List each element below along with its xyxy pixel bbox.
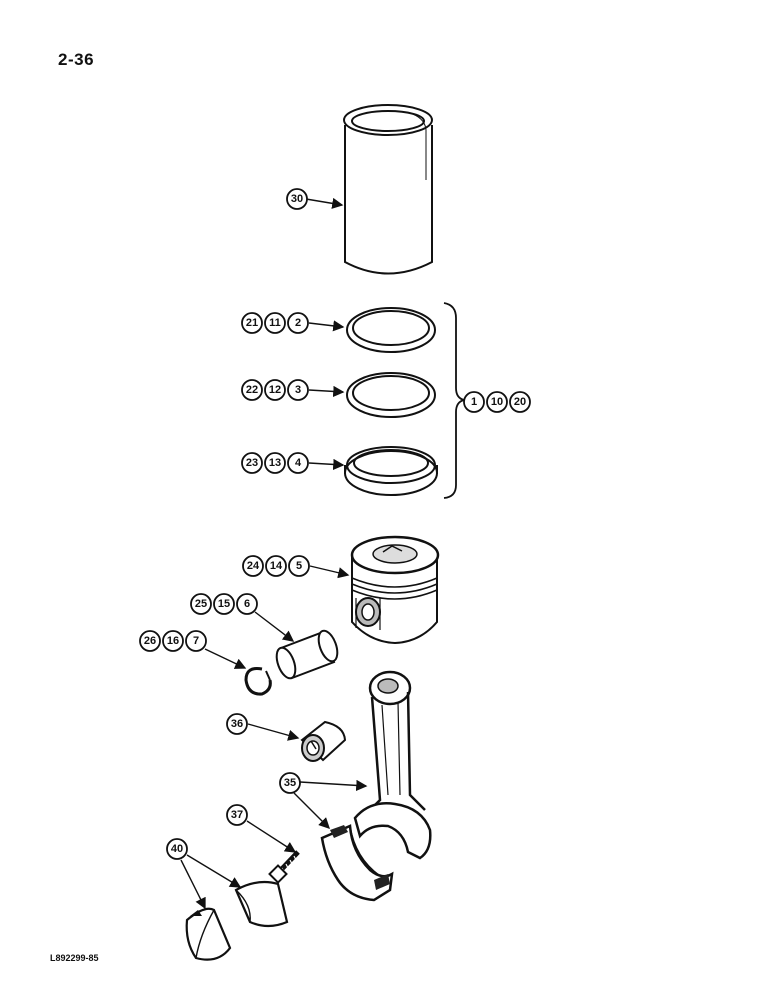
svg-text:12: 12 xyxy=(269,384,281,396)
figure-code: L892299-85 xyxy=(50,953,99,963)
svg-text:7: 7 xyxy=(193,635,199,647)
svg-text:14: 14 xyxy=(270,560,283,572)
svg-text:25: 25 xyxy=(195,598,207,610)
svg-text:21: 21 xyxy=(246,317,258,329)
callout-group-piston-pin: 25 15 6 xyxy=(190,593,258,615)
callout-37: 37 xyxy=(226,804,248,826)
callout-group-snap-ring: 26 16 7 xyxy=(139,630,207,652)
page-number: 2-36 xyxy=(58,50,95,69)
connecting-rod-bushing xyxy=(300,720,347,762)
svg-text:13: 13 xyxy=(269,457,281,469)
callout-30: 30 xyxy=(286,188,308,210)
bearing-shells xyxy=(185,880,289,961)
callout-group-ring-set: 1 10 20 xyxy=(463,391,531,413)
svg-text:40: 40 xyxy=(171,843,183,855)
svg-text:5: 5 xyxy=(296,560,302,572)
callout-36: 36 xyxy=(226,713,248,735)
svg-text:22: 22 xyxy=(246,384,258,396)
svg-text:4: 4 xyxy=(295,457,302,469)
callout-group-piston: 24 14 5 xyxy=(242,555,310,577)
leader-lines xyxy=(180,197,368,910)
ring-set-bracket xyxy=(443,302,465,499)
piston-ring-second xyxy=(346,372,436,418)
svg-text:26: 26 xyxy=(144,635,156,647)
callout-35: 35 xyxy=(279,772,301,794)
connecting-rod xyxy=(353,670,432,860)
oil-control-ring xyxy=(344,446,438,496)
svg-text:20: 20 xyxy=(514,396,526,408)
rod-bolt xyxy=(268,850,300,884)
svg-text:36: 36 xyxy=(231,718,243,730)
svg-text:3: 3 xyxy=(295,384,301,396)
svg-text:30: 30 xyxy=(291,193,303,205)
svg-text:24: 24 xyxy=(247,560,260,572)
svg-text:16: 16 xyxy=(167,635,179,647)
connecting-rod-cap xyxy=(320,824,394,902)
svg-text:35: 35 xyxy=(284,777,296,789)
svg-text:6: 6 xyxy=(244,598,250,610)
callout-group-top-ring: 21 11 2 xyxy=(241,312,309,334)
svg-text:2: 2 xyxy=(295,317,301,329)
svg-text:1: 1 xyxy=(471,396,477,408)
svg-text:23: 23 xyxy=(246,457,258,469)
callout-group-oil-ring: 23 13 4 xyxy=(241,452,309,474)
svg-text:10: 10 xyxy=(491,396,503,408)
piston xyxy=(350,535,440,645)
piston-pin xyxy=(275,629,339,680)
piston-ring-top xyxy=(346,307,436,353)
callout-40: 40 xyxy=(166,838,188,860)
svg-text:11: 11 xyxy=(269,317,281,329)
callout-group-second-ring: 22 12 3 xyxy=(241,379,309,401)
svg-text:37: 37 xyxy=(231,809,243,821)
svg-text:15: 15 xyxy=(218,598,230,610)
cylinder-sleeve xyxy=(343,104,433,275)
snap-ring xyxy=(244,667,272,696)
